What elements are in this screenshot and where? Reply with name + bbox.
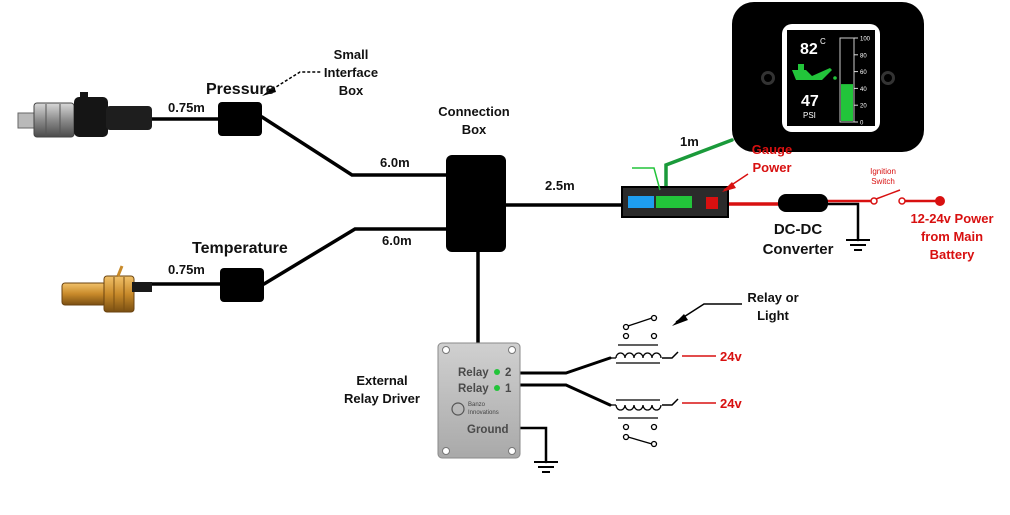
relay-1-led — [494, 385, 500, 391]
pressure-interface-box — [218, 102, 262, 136]
gauge-power-connector — [621, 167, 729, 218]
wire-pressure-to-connection — [260, 115, 448, 177]
dc-dc-label-1: DC-DC — [774, 221, 822, 238]
gauge-power-label-1: Gauge — [752, 142, 792, 157]
relay-contact-2 — [622, 314, 658, 340]
relay-supply-wires — [662, 351, 716, 406]
connector-red-port — [706, 197, 718, 209]
power-source-label-3: Battery — [930, 247, 976, 262]
connection-box-label-1: Connection — [438, 104, 510, 119]
length-top: 6.0m — [380, 155, 410, 170]
pressure-sensor — [17, 92, 152, 138]
length-display: 1m — [680, 134, 699, 149]
interface-box-pointer — [267, 71, 322, 93]
gauge-scale-label: 80 — [860, 53, 867, 59]
relay-contact-1 — [622, 423, 658, 448]
temperature-label: Temperature — [192, 240, 288, 257]
connection-box-label-2: Box — [462, 122, 487, 137]
gauge-scale-label: 40 — [860, 87, 867, 93]
length-gauge: 2.5m — [545, 178, 575, 193]
gauge-display: 82 C 47 PSI 100 80 60 40 20 0 — [732, 2, 924, 152]
wire-temp-to-connection — [262, 227, 448, 286]
power-source-label-1: 12-24v Power — [910, 211, 993, 226]
small-interface-label-3: Box — [339, 83, 364, 98]
relay-2-number: 2 — [505, 367, 511, 379]
gauge-scale-label: 20 — [860, 104, 867, 110]
external-relay-label-2: Relay Driver — [344, 391, 420, 406]
relay-or-light-label-2: Light — [757, 308, 789, 323]
pressure-label: Pressure — [206, 81, 275, 98]
small-interface-label-1: Small — [334, 47, 369, 62]
power-source-label-2: from Main — [921, 229, 983, 244]
small-interface-label-2: Interface — [324, 65, 378, 80]
gauge-scale-label: 100 — [860, 37, 871, 43]
brand-logo-icon — [451, 402, 465, 416]
gauge-pressure-value: 47 — [801, 93, 819, 110]
oil-can-icon — [792, 64, 837, 80]
gauge-power-arrowhead — [722, 182, 736, 192]
gauge-pressure-unit: PSI — [803, 111, 816, 120]
ignition-switch — [870, 189, 906, 205]
ground-label: Ground — [467, 424, 509, 436]
gauge-power-label-2: Power — [752, 160, 791, 175]
wire-driver-ground — [518, 426, 548, 464]
interface-box-arrowhead — [262, 86, 276, 96]
ignition-switch-label-1: Ignition — [870, 167, 896, 176]
relay-coil-1 — [610, 399, 662, 419]
brand-line-1: Banzo — [468, 402, 486, 408]
relay-or-light-label-1: Relay or — [747, 290, 798, 305]
gauge-temp-unit: C — [820, 37, 826, 46]
relay-voltage-2: 24v — [720, 349, 742, 364]
gauge-scale: 100 80 60 40 20 0 — [854, 37, 871, 127]
brand-line-2: Innovations — [468, 410, 499, 416]
length-pressure: 0.75m — [168, 100, 205, 115]
wires — [148, 115, 940, 464]
relay-2-label: Relay — [458, 367, 489, 379]
relay-coil-2 — [610, 344, 662, 364]
gauge-bar-fill — [841, 84, 853, 121]
external-relay-label-1: External — [356, 373, 407, 388]
temperature-interface-box — [220, 268, 264, 302]
temperature-sensor — [61, 265, 152, 313]
wire-dc-to-ground — [826, 202, 860, 242]
ground-symbol-driver — [534, 461, 558, 473]
connector-blue-port — [628, 196, 654, 208]
dc-dc-converter — [778, 194, 828, 212]
wire-relay2 — [518, 356, 612, 375]
dc-dc-label-2: Converter — [763, 241, 834, 258]
gauge-scale-label: 60 — [860, 70, 867, 76]
wire-relay1 — [518, 383, 612, 407]
ignition-switch-label-2: Switch — [871, 177, 895, 186]
wire-display — [664, 138, 734, 189]
gauge-scale-label: 0 — [860, 121, 864, 127]
relay-voltage-1: 24v — [720, 396, 742, 411]
gauge-temp-value: 82 — [800, 41, 818, 58]
connection-box — [446, 155, 506, 252]
connector-green-port — [656, 196, 692, 208]
length-temperature: 0.75m — [168, 262, 205, 277]
ground-symbol-dc — [846, 239, 870, 251]
relay-light-arrowhead — [672, 314, 688, 326]
relay-1-label: Relay — [458, 383, 489, 395]
external-relay-driver: Relay 2 Relay 1 Banzo Innovations Ground — [437, 342, 521, 459]
length-bottom: 6.0m — [382, 233, 412, 248]
labels: Small Interface Box Pressure Temperature… — [168, 47, 994, 411]
battery-terminal — [935, 196, 945, 206]
relay-1-number: 1 — [505, 383, 512, 395]
relay-2-led — [494, 369, 500, 375]
